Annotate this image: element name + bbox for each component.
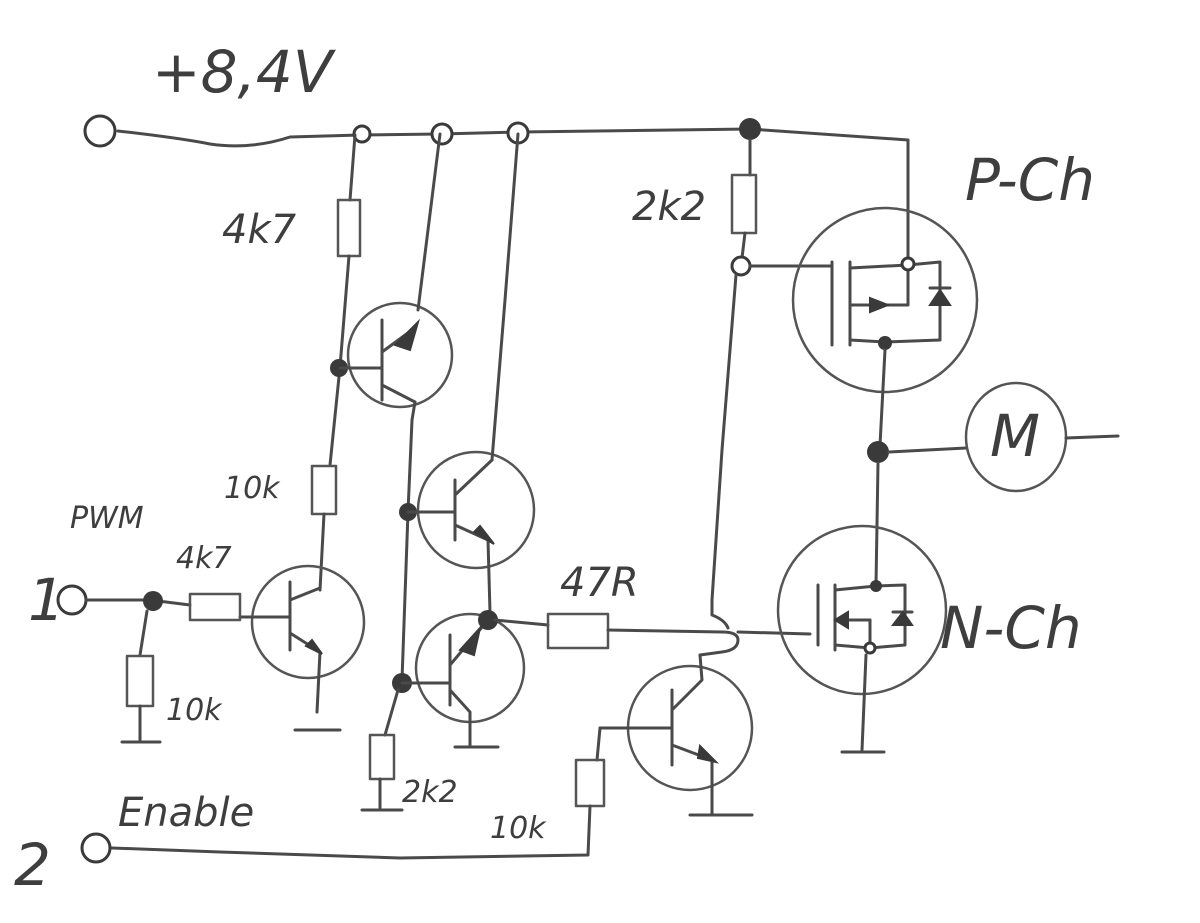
- resistor-2k2-pgate: [730, 173, 758, 235]
- transistor-q5-npn: [598, 653, 754, 817]
- p-channel-label: P-Ch: [965, 146, 1095, 214]
- resistor-2k2-bottom-label: 2k2: [402, 775, 458, 810]
- resistor-10k-pulldown: [125, 654, 155, 708]
- node-n-drain: [870, 580, 882, 592]
- resistor-10k-collector: [310, 464, 338, 516]
- resistor-4k7-top: [336, 198, 362, 258]
- resistor-10k-enable-label: 10k: [490, 811, 547, 846]
- resistor-2k2-pgate-label: 2k2: [632, 184, 706, 230]
- resistor-2k2-bottom: [368, 733, 396, 781]
- n-channel-label: N-Ch: [940, 594, 1082, 662]
- resistor-4k7-pwm-label: 4k7: [176, 541, 232, 576]
- enable-terminal: [80, 832, 112, 864]
- motor-symbol: M: [964, 381, 1068, 493]
- node-pwm: [143, 591, 163, 611]
- node-p-source: [900, 256, 916, 272]
- transistor-q1-npn: [238, 564, 366, 714]
- resistor-47r-gate-label: 47R: [560, 560, 639, 606]
- resistor-4k7-pwm: [188, 592, 242, 622]
- enable-label: Enable: [118, 790, 254, 836]
- mosfet-p-channel: [791, 206, 979, 394]
- resistor-10k-pulldown-label: 10k: [166, 693, 223, 728]
- node-p-drain: [878, 336, 892, 350]
- transistor-q4-pnp: [400, 612, 526, 747]
- node-totem-output: [478, 610, 498, 630]
- resistor-4k7-top-label: 4k7: [222, 207, 297, 253]
- node-pgate: [730, 255, 752, 277]
- pwm-terminal: [56, 584, 88, 616]
- supply-voltage-label: +8,4V: [152, 38, 337, 106]
- pin2-label: 2: [14, 831, 51, 899]
- motor-label: M: [990, 402, 1040, 470]
- supply-terminal: [83, 114, 117, 148]
- pwm-label: PWM: [70, 501, 144, 536]
- rail-node-1: [352, 124, 372, 144]
- resistor-10k-collector-label: 10k: [224, 471, 281, 506]
- transistor-q2-pnp: [338, 301, 454, 409]
- rail-node-2: [430, 122, 454, 146]
- node-motor: [867, 441, 889, 463]
- transistor-q3-npn: [406, 450, 536, 614]
- resistor-47r-gate: [546, 612, 610, 650]
- rail-node-4: [739, 118, 761, 140]
- mosfet-n-channel: [776, 524, 948, 696]
- node-n-source: [863, 641, 877, 655]
- resistor-10k-enable: [574, 758, 606, 808]
